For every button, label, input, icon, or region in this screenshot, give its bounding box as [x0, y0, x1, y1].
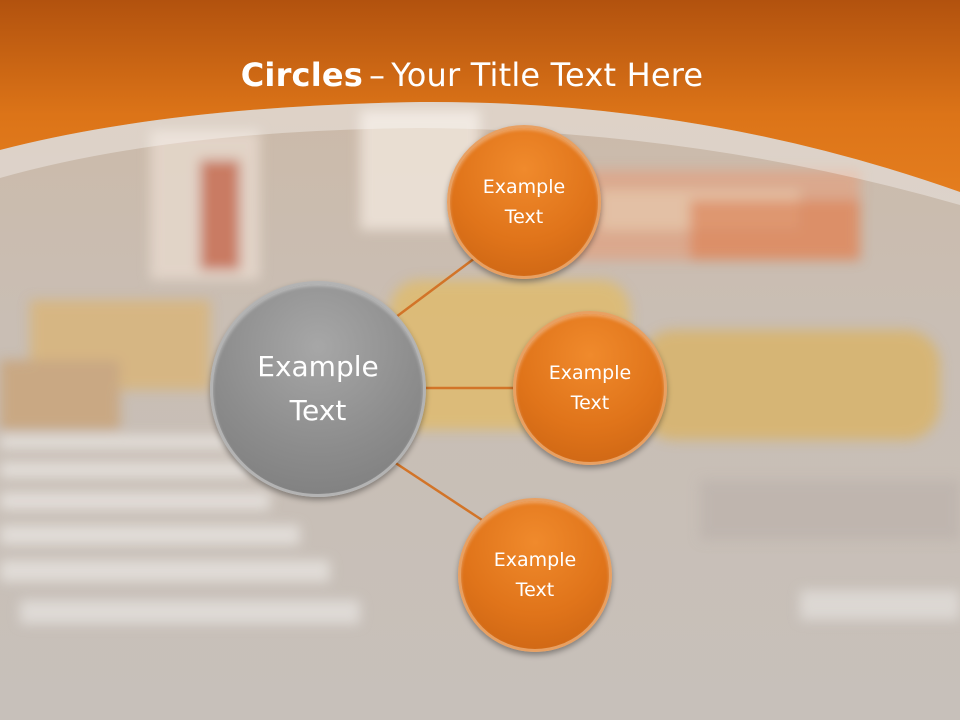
- satellite-circle-label: Example Text: [548, 362, 632, 414]
- slide-title: Circles–Your Title Text Here: [0, 56, 944, 94]
- satellite-circle-middle: Example Text: [513, 311, 667, 465]
- connector-line-3: [393, 460, 483, 522]
- connector-line-1: [391, 256, 476, 322]
- header-band: [0, 0, 960, 192]
- background-photo: [0, 110, 960, 624]
- satellite-circle-label: Example Text: [482, 176, 566, 228]
- center-circle-label: Example Text: [257, 350, 379, 427]
- title-bold: Circles: [240, 56, 364, 94]
- title-rest: Your Title Text Here: [391, 56, 704, 94]
- center-circle: Example Text: [210, 281, 426, 497]
- satellite-circle-bottom: Example Text: [458, 498, 612, 652]
- satellite-circle-label: Example Text: [493, 549, 577, 601]
- header-swoosh: [0, 101, 960, 205]
- title-separator: –: [369, 56, 386, 94]
- satellite-circle-top: Example Text: [447, 125, 601, 279]
